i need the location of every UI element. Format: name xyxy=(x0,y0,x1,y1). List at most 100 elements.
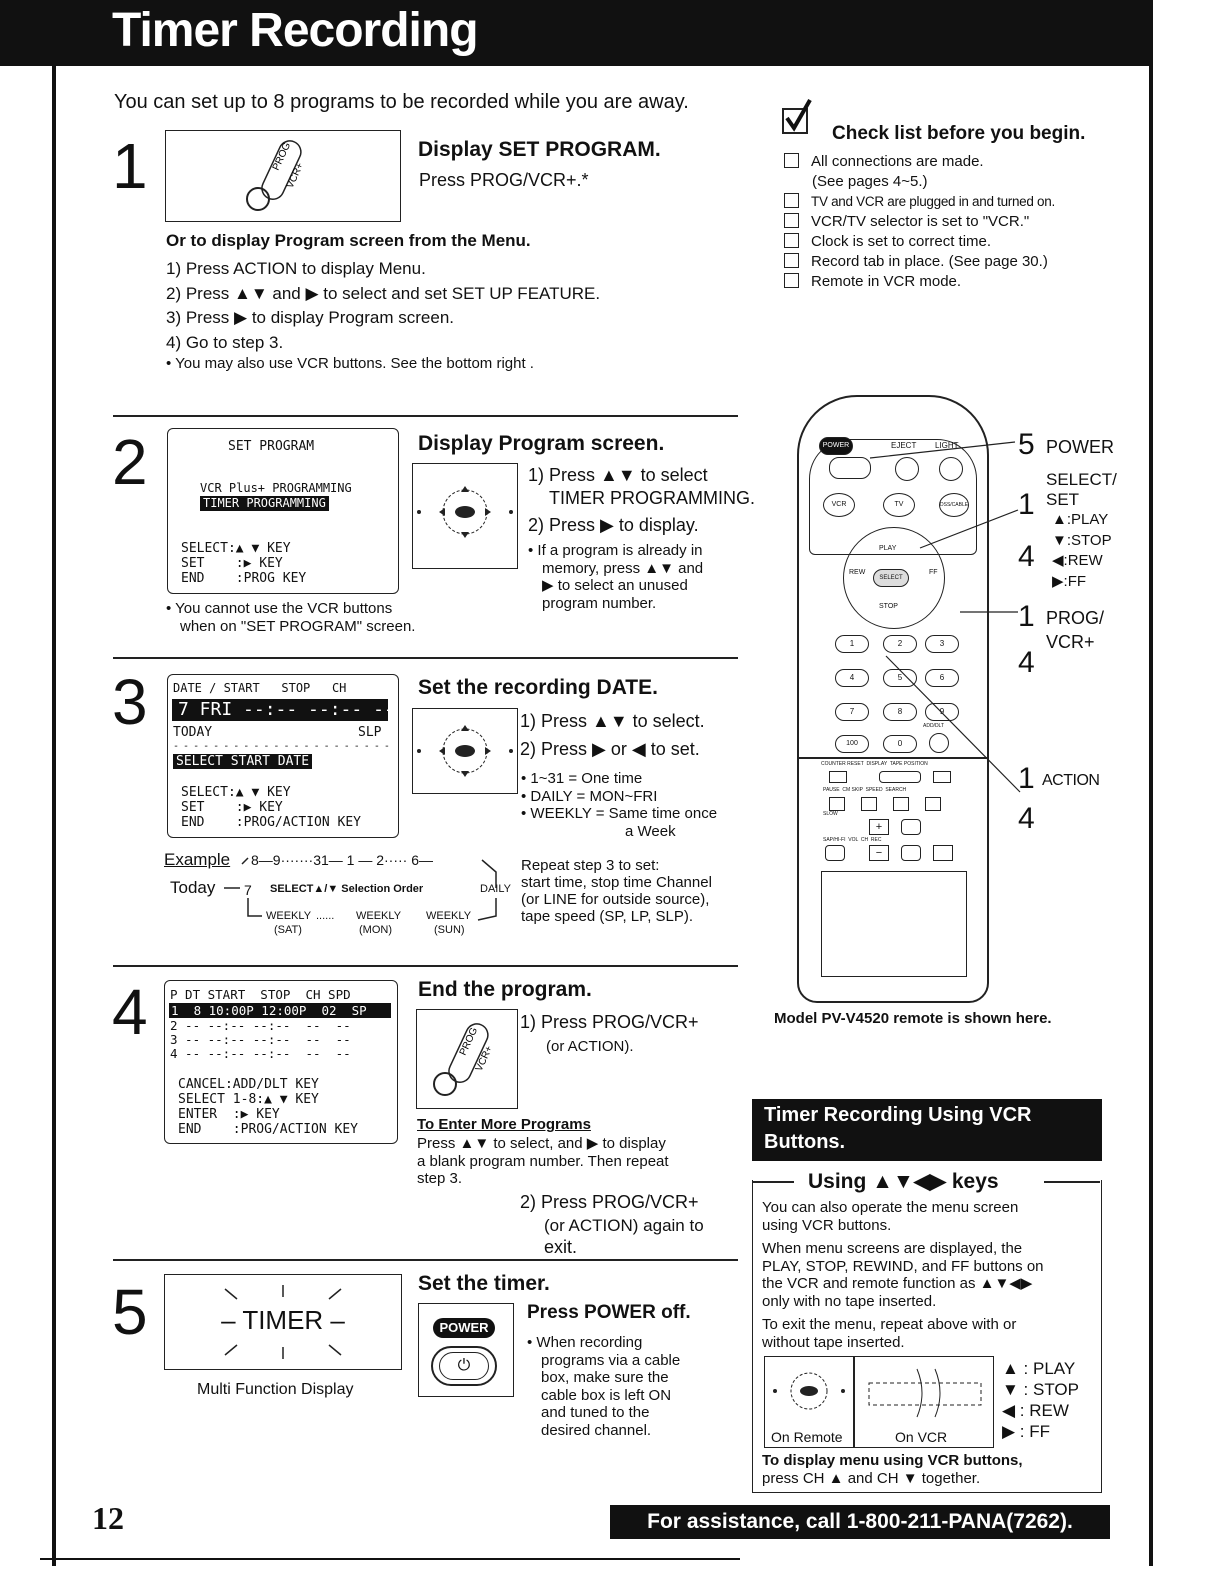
step-5-number: 5 xyxy=(112,1276,148,1348)
callout-key: ▲:PLAY xyxy=(1052,511,1109,528)
screen-row: 3 -- --:-- --:-- -- -- xyxy=(170,1032,351,1047)
prog-button-icon: PROG VCR+ xyxy=(246,140,306,211)
remote-dpad[interactable] xyxy=(843,527,945,629)
step-4-instr-1b: (or ACTION). xyxy=(546,1038,634,1055)
step-2-title: Display Program screen. xyxy=(418,432,665,455)
remote-small-button[interactable] xyxy=(829,797,845,811)
remote-tv-button[interactable]: TV xyxy=(883,493,915,517)
vcr-header-line: Timer Recording Using VCR xyxy=(764,1104,1032,1126)
remote-caption: Model PV-V4520 remote is shown here. xyxy=(774,1010,1052,1027)
remote-small-button[interactable] xyxy=(861,797,877,811)
vcr-key: ◀ : REW xyxy=(1002,1401,1069,1420)
remote-minus-button[interactable]: − xyxy=(869,845,889,861)
remote-sap-button[interactable] xyxy=(825,845,845,861)
example-weekly: WEEKLY xyxy=(426,910,472,922)
remote-rec-button[interactable] xyxy=(933,845,953,861)
callout-prog: PROG/ xyxy=(1046,608,1105,628)
dpad-illustration xyxy=(412,708,518,794)
remote-play-label: PLAY xyxy=(879,545,897,552)
vcr-footer-note: To display menu using VCR buttons, press… xyxy=(762,1452,1023,1487)
date-screen: DATE / START STOP CH 7 FRI --:-- --:-- -… xyxy=(167,674,399,838)
step-3-title: Set the recording DATE. xyxy=(418,676,658,699)
remote-small-button[interactable] xyxy=(925,797,941,811)
remote-divider xyxy=(799,757,987,759)
remote-num-button[interactable]: 4 xyxy=(835,669,869,687)
step-5-title: Set the timer. xyxy=(418,1272,550,1295)
checkmark-icon xyxy=(782,99,812,134)
remote-num-button[interactable]: 0 xyxy=(883,735,917,753)
repeat-line: tape speed (SP, LP, SLP). xyxy=(521,908,694,925)
screen-row-selected: 1 8 10:00P 12:00P 02 SP xyxy=(169,1003,391,1018)
bullet-line: a Week xyxy=(625,822,676,840)
remote-small-button[interactable] xyxy=(893,797,909,811)
remote-ch-down-button[interactable] xyxy=(901,845,921,861)
vcr-header-line: Buttons. xyxy=(764,1131,846,1153)
vcr-line: You can also operate the menu screen xyxy=(762,1199,1019,1216)
checklist-item: TV and VCR are plugged in and turned on. xyxy=(784,192,1055,212)
callout-power-num: 5 xyxy=(1018,428,1035,461)
step-3-repeat: Repeat step 3 to set: start time, stop t… xyxy=(521,857,712,925)
callout-prog-num: 1 xyxy=(1018,600,1035,633)
remote-num-button[interactable]: 100 xyxy=(835,735,869,753)
step-2-bullet: • If a program is already in memory, pre… xyxy=(528,542,703,612)
vcr-para-2: When menu screens are displayed, the PLA… xyxy=(762,1240,1044,1310)
vcr-note-line: press CH ▲ and CH ▼ together. xyxy=(762,1469,981,1487)
vcr-line: PLAY, STOP, REWIND, and FF buttons on xyxy=(762,1257,1044,1275)
step-4-more-title: To Enter More Programs xyxy=(417,1116,591,1133)
remote-num-button[interactable]: 1 xyxy=(835,635,869,653)
remote-num-button[interactable]: 7 xyxy=(835,703,869,721)
remote-light-label: LIGHT xyxy=(935,441,959,450)
remote-add-button[interactable] xyxy=(929,733,949,753)
panel-top-rule xyxy=(1044,1181,1100,1183)
vcr-sub-title: Using ▲▼◀▶ keys xyxy=(808,1170,999,1193)
screen-line-selected: TIMER PROGRAMMING xyxy=(200,496,329,511)
screen-line: SELECT:▲ ▼ KEY xyxy=(181,785,291,800)
example-day: (SAT) xyxy=(274,924,302,936)
remote-eject-button[interactable] xyxy=(895,457,919,481)
power-label: POWER xyxy=(433,1318,495,1338)
step-2-number: 2 xyxy=(112,426,148,498)
step-3-number: 3 xyxy=(112,666,148,738)
step-4-illustration: PROG VCR+ xyxy=(416,1009,518,1109)
checkbox-icon xyxy=(784,273,799,288)
remote-light-button[interactable] xyxy=(939,457,963,481)
remote-num-button[interactable]: 8 xyxy=(883,703,917,721)
remote-small-button[interactable] xyxy=(933,771,951,783)
remote-num-button[interactable]: 6 xyxy=(925,669,959,687)
checkbox-icon xyxy=(784,193,799,208)
remote-select-button[interactable]: SELECT xyxy=(873,569,909,587)
bullet-line: cable box is left ON xyxy=(541,1386,672,1404)
remote-plus-button[interactable]: + xyxy=(869,819,889,835)
screen-line: SELECT 1-8:▲ ▼ KEY xyxy=(178,1092,319,1107)
example-day: (MON) xyxy=(359,924,392,936)
remote-num-button[interactable]: 2 xyxy=(883,635,917,653)
checklist-item: Record tab in place. (See page 30.) xyxy=(784,252,1055,272)
remote-small-button[interactable] xyxy=(879,771,921,783)
remote-num-button[interactable]: 3 xyxy=(925,635,959,653)
vcr-front-icon xyxy=(868,1368,982,1418)
remote-row-label: COUNTER RESET DISPLAY TAPE POSITION xyxy=(821,761,928,767)
remote-small-button[interactable] xyxy=(829,771,847,783)
remote-power-button[interactable] xyxy=(829,457,871,479)
remote-dss-button[interactable]: DSS/CABLE xyxy=(939,493,969,517)
alt-step: 2) Press ▲▼ and ▶ to select and set SET … xyxy=(166,283,601,303)
multi-function-display: – TIMER – xyxy=(164,1274,402,1370)
callout-select: SET xyxy=(1046,490,1080,509)
callout-power: POWER xyxy=(1046,437,1115,457)
example-today: Today xyxy=(170,878,216,897)
step-1-number: 1 xyxy=(112,130,148,202)
screen-line: SET :▶ KEY xyxy=(181,556,283,571)
remote-control: POWER EJECT LIGHT VCR TV DSS/CABLE PLAY … xyxy=(797,395,989,1003)
callout-select: SELECT/ xyxy=(1046,470,1117,489)
footer-rule xyxy=(40,1558,740,1560)
remote-vcr-button[interactable]: VCR xyxy=(823,493,855,517)
example-daily: DAILY xyxy=(480,883,511,895)
bullet-line: • If a program is already in xyxy=(528,542,703,559)
remote-ch-up-button[interactable] xyxy=(901,819,921,835)
checkbox-icon xyxy=(784,253,799,268)
page-number: 12 xyxy=(92,1500,124,1536)
bullet-line: program number. xyxy=(542,594,657,612)
more-line: Press ▲▼ to select, and ▶ to display xyxy=(417,1135,666,1152)
step-3-instr-1: 1) Press ▲▼ to select. xyxy=(520,711,705,731)
timer-display-text: – TIMER – xyxy=(221,1305,345,1335)
